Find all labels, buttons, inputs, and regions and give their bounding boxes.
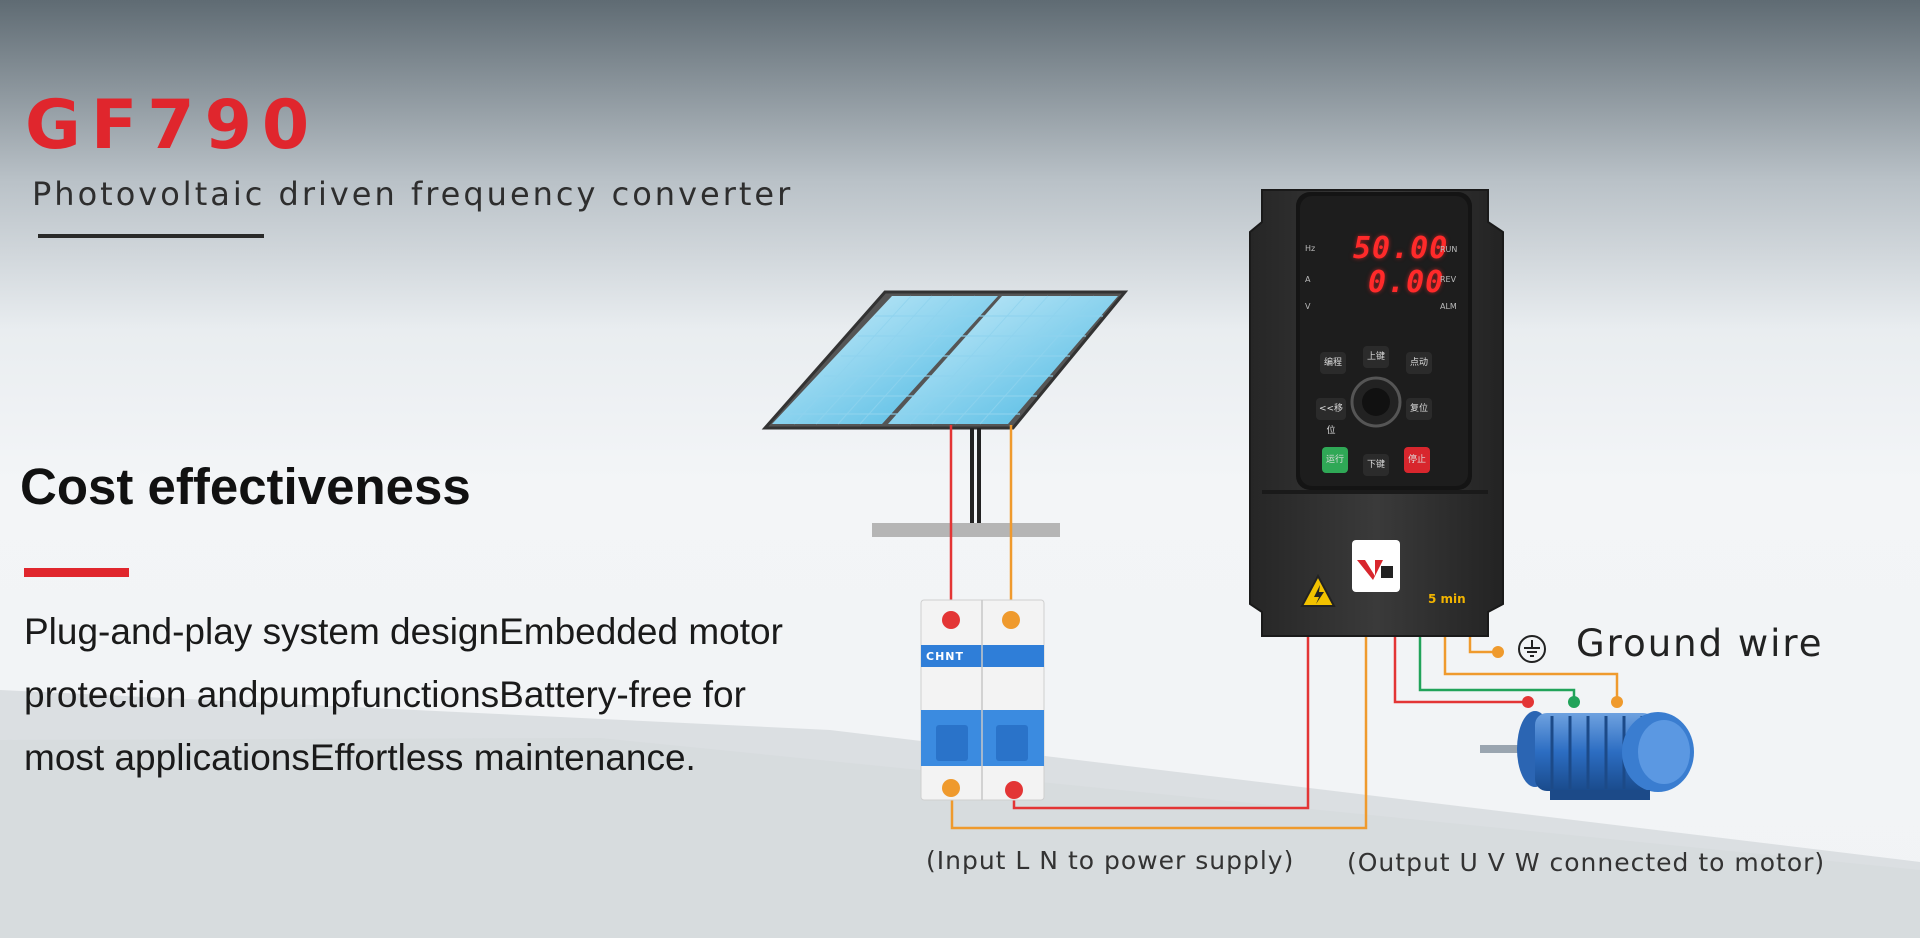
display-label-right: RUN: [1440, 245, 1458, 254]
output-caption: (Output U V W connected to motor): [1347, 848, 1826, 877]
ground-wire-label: Ground wire: [1576, 622, 1824, 665]
display-label-left: A: [1305, 275, 1311, 284]
subtitle-divider: [38, 234, 264, 238]
product-model-title: GF790: [25, 86, 320, 165]
feature-description: Plug-and-play system designEmbedded moto…: [24, 611, 783, 778]
solar-panel-icon: [761, 290, 1129, 537]
display-label-right: REV: [1440, 275, 1457, 284]
brand-logo-icon: [1357, 560, 1393, 580]
ground-icon: [1518, 635, 1546, 663]
product-subtitle: Photovoltaic driven frequency converter: [32, 175, 794, 213]
warning-icon: [1300, 573, 1336, 607]
display-value-secondary: 0.00: [1368, 265, 1445, 300]
keypad-key: 停止: [1407, 455, 1426, 465]
warning-time-label: 5 min: [1428, 592, 1466, 606]
display-value-primary: 50.00: [1353, 231, 1449, 266]
accent-divider: [24, 568, 129, 577]
keypad-key: 上键: [1363, 346, 1389, 368]
display-label-right: ALM: [1440, 302, 1457, 311]
keypad-key: 下键: [1363, 454, 1389, 476]
keypad-key: 复位: [1406, 398, 1432, 420]
keypad-key: 运行: [1325, 455, 1344, 465]
keypad-key: 编程: [1320, 352, 1346, 374]
circuit-breaker-icon: [920, 599, 1045, 801]
keypad-key: 点动: [1406, 352, 1432, 374]
motor-icon: [1480, 711, 1694, 800]
breaker-brand-label: CHNT: [926, 650, 964, 663]
keypad-key: <<移位: [1316, 398, 1346, 436]
display-label-left: V: [1305, 302, 1311, 311]
feature-heading: Cost effectiveness: [20, 458, 471, 515]
display-label-left: Hz: [1305, 244, 1316, 253]
input-caption: (Input L N to power supply): [926, 846, 1295, 875]
